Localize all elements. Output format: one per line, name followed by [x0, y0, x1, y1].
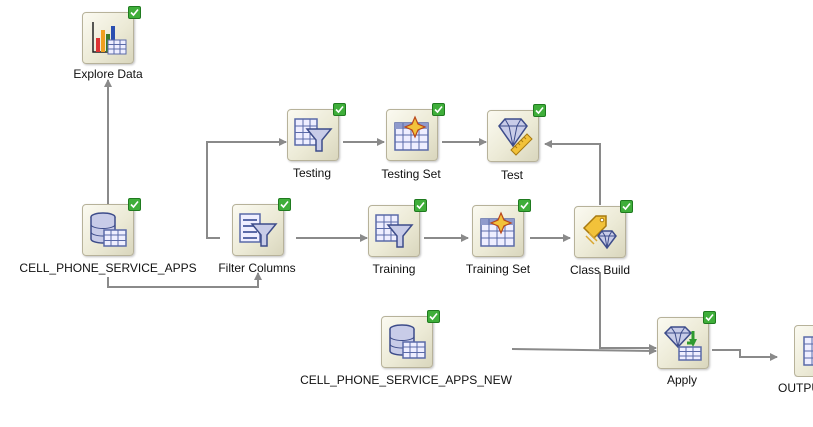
node-cell-phone-service-apps[interactable] [82, 198, 141, 256]
status-complete-icon [703, 311, 716, 324]
node-cell-phone-service-apps-new[interactable] [381, 310, 440, 368]
node-label: Testing [292, 166, 332, 180]
output-table-icon [803, 336, 813, 366]
explore-data-chart-icon [92, 22, 127, 55]
node-label: CELL_PHONE_SERVICE_APPS_NEW [300, 373, 512, 387]
apply-icon [663, 326, 702, 361]
node-label: OUTPU [778, 381, 813, 395]
status-complete-icon [278, 198, 291, 211]
status-complete-icon [533, 104, 546, 117]
data-source-icon [389, 324, 426, 359]
class-build-icon [582, 215, 617, 250]
node-apply[interactable] [657, 311, 716, 369]
filter-columns-icon [239, 213, 278, 247]
node-label: Filter Columns [218, 261, 296, 275]
node-explore-data[interactable] [82, 6, 141, 64]
node-label: Apply [666, 373, 698, 387]
data-source-icon [90, 212, 127, 247]
status-complete-icon [432, 103, 445, 116]
link-class-build-to-apply [599, 272, 657, 352]
node-label: CELL_PHONE_SERVICE_APPS [19, 261, 197, 275]
status-complete-icon [128, 198, 141, 211]
status-complete-icon [620, 200, 633, 213]
node-training[interactable] [368, 199, 427, 257]
node-label: Class Build [569, 263, 631, 277]
link-source-to-filter-columns [107, 272, 262, 288]
status-complete-icon [518, 199, 531, 212]
node-testing[interactable] [287, 103, 346, 161]
node-label: Test [500, 168, 524, 182]
node-output[interactable] [794, 325, 813, 377]
status-complete-icon [414, 199, 427, 212]
status-complete-icon [333, 103, 346, 116]
status-complete-icon [427, 310, 440, 323]
node-label: Training [372, 262, 416, 276]
sample-set-icon [480, 211, 515, 247]
filter-icon [375, 214, 414, 248]
sample-set-icon [394, 115, 429, 151]
node-testing-set[interactable] [386, 103, 445, 161]
link-filter-columns-to-testing [206, 138, 287, 239]
node-test[interactable] [487, 104, 546, 162]
node-label: Testing Set [381, 167, 441, 181]
test-diamond-icon [498, 118, 533, 156]
node-label: Explore Data [73, 67, 143, 81]
filter-icon [294, 118, 333, 152]
link-source-new-to-apply [511, 346, 657, 355]
node-label: Training Set [465, 262, 531, 276]
link-apply-to-output [712, 349, 778, 361]
node-class-build[interactable] [574, 200, 633, 258]
status-complete-icon [128, 6, 141, 19]
link-class-build-to-test [544, 140, 601, 205]
node-filter-columns[interactable] [232, 198, 291, 256]
node-training-set[interactable] [472, 199, 531, 257]
